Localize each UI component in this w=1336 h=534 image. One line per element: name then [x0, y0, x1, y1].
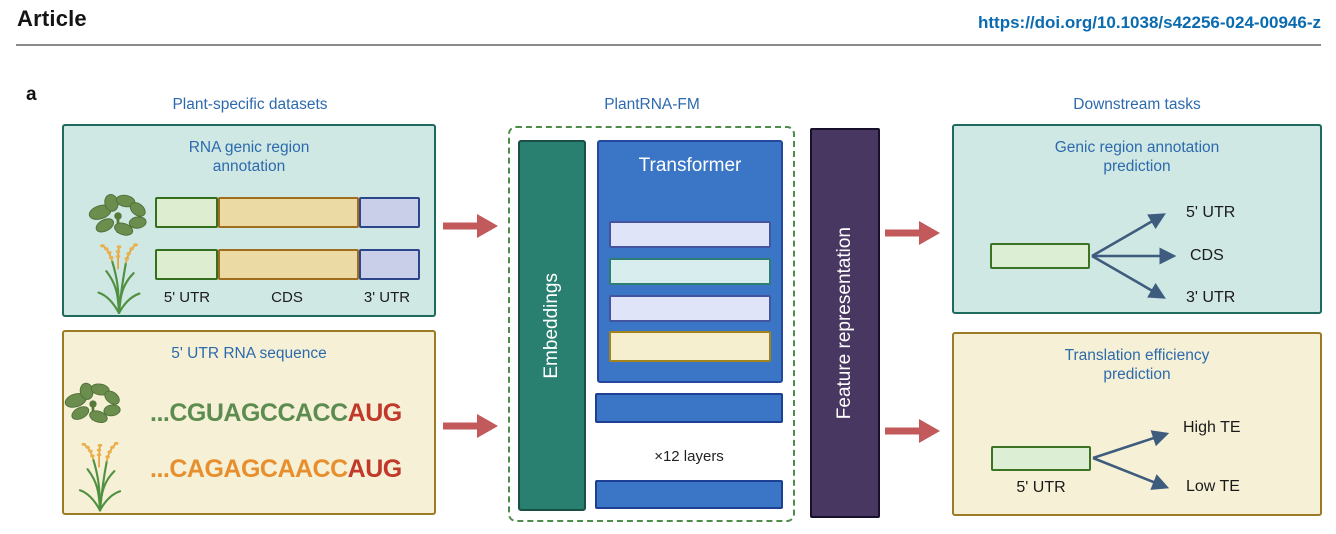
utr-dataset-box: [62, 330, 436, 515]
header-divider: [16, 44, 1321, 46]
cds-segment-row2: [218, 249, 359, 280]
te-prediction-box: [952, 332, 1322, 516]
utr3-segment-label: 3' UTR: [363, 289, 411, 306]
flow-arrow-feature-to-genic-pred: [885, 221, 940, 245]
transformer-layer-bar: [609, 221, 771, 248]
cds-segment-row1: [218, 197, 359, 228]
transformer-layer-bar: [609, 258, 771, 285]
feature-representation-bar: Feature representation: [810, 128, 880, 518]
utr3-segment-row2: [359, 249, 420, 280]
start-codon-text: AUG: [347, 399, 403, 427]
sequence-input-rect: [990, 243, 1090, 269]
utr5-segment-label: 5' UTR: [163, 289, 211, 306]
output-label-utr3: 3' UTR: [1186, 289, 1236, 306]
embeddings-label: Embeddings: [541, 272, 562, 379]
plantrna-fm-model-box: [508, 126, 795, 522]
arabidopsis-icon: [88, 194, 147, 236]
output-label-cds: CDS: [1190, 247, 1224, 264]
output-label-low-te: Low TE: [1186, 478, 1240, 495]
center-column-title: PlantRNA-FM: [604, 96, 700, 113]
utr5-segment-row1: [155, 197, 218, 228]
embeddings-bar: Embeddings: [518, 140, 586, 511]
feature-representation-label: Feature representation: [834, 226, 855, 420]
panel-label-a: a: [26, 84, 37, 105]
arabidopsis-utr-sequence: ...CGUAGCCACCAUG: [150, 399, 402, 428]
transformer-label: Transformer: [638, 155, 742, 176]
layers-count-note: ×12 layers: [654, 448, 724, 465]
flow-arrow-genic-to-model: [443, 214, 498, 238]
rice-plant-icon: [97, 243, 141, 314]
doi-link[interactable]: https://doi.org/10.1038/s42256-024-00946…: [978, 13, 1321, 32]
stacked-layer-bar: [595, 480, 783, 509]
rice-plant-icon: [78, 441, 122, 512]
start-codon-text: AUG: [347, 455, 403, 483]
article-heading: Article: [17, 6, 87, 31]
flow-arrow-utr-to-model: [443, 414, 498, 438]
cds-segment-label: CDS: [271, 289, 303, 306]
utr5-input-rect: [991, 446, 1091, 471]
left-column-title: Plant-specific datasets: [172, 96, 328, 113]
arabidopsis-icon: [64, 382, 121, 424]
utr-dataset-title: 5' UTR RNA sequence: [171, 345, 327, 362]
utr5-segment-row2: [155, 249, 218, 280]
right-column-title: Downstream tasks: [1073, 96, 1201, 113]
utr5-input-label: 5' UTR: [1016, 479, 1066, 496]
genic-dataset-title: RNA genic region annotation: [188, 139, 310, 176]
flow-arrow-feature-to-te-pred: [885, 419, 940, 443]
utr-sequence-text: ...CGUAGCCACC: [150, 399, 348, 427]
utr-sequence-text: ...CAGAGCAACC: [150, 455, 348, 483]
te-prediction-title: Translation efficiency prediction: [1064, 347, 1210, 384]
transformer-layer-bar: [609, 295, 771, 322]
output-label-utr5: 5' UTR: [1186, 204, 1236, 221]
utr3-segment-row1: [359, 197, 420, 228]
output-label-high-te: High TE: [1183, 419, 1241, 436]
rice-utr-sequence: ...CAGAGCAACCAUG: [150, 455, 402, 484]
stacked-layer-bar: [595, 393, 783, 423]
genic-prediction-title: Genic region annotation prediction: [1054, 139, 1220, 176]
transformer-layer-bar-highlight: [609, 331, 771, 362]
te-fan-arrows: [1092, 430, 1170, 490]
classification-fan-arrows: [1091, 213, 1177, 299]
